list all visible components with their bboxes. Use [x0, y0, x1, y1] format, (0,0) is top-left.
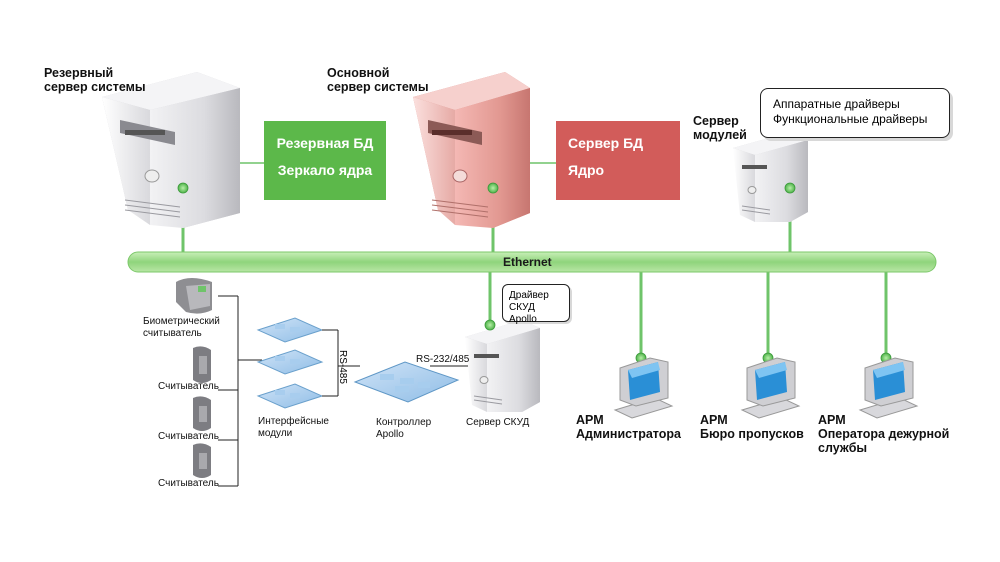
dot-main: [487, 182, 499, 194]
interface-module-icon-2: [256, 349, 324, 375]
main-db-line-2: Ядро: [568, 162, 605, 178]
rs232-label: RS-232/485: [416, 354, 470, 365]
backup-server-icon: [102, 72, 240, 228]
skud-server-label: Сервер СКУД: [466, 417, 530, 428]
reader-icon-3: [193, 443, 211, 478]
drivers-line-2: Функциональные драйверы: [773, 112, 928, 126]
ethernet-bus: [127, 251, 937, 273]
module-server-label: Сервер модулей: [693, 114, 747, 142]
apollo-driver-callout: Драйвер СКУД Apollo: [502, 284, 570, 325]
main-server-icon: [413, 72, 530, 228]
controller-apollo-icon: [353, 361, 460, 403]
reader-icon-1: [193, 346, 211, 383]
apollo-driver-line-1: Драйвер: [509, 290, 549, 301]
interface-modules-label: Интерфейсные модули: [258, 416, 329, 439]
biometric-reader-label: Биометрический считыватель: [143, 316, 220, 339]
rs485-label: RS-485: [337, 350, 348, 384]
main-server-label: Основной сервер системы: [327, 66, 429, 94]
drivers-callout: Аппаратные драйверы Функциональные драйв…: [760, 88, 950, 138]
badge-workstation-label: АРМ Бюро пропусков: [700, 413, 804, 441]
backup-server-label: Резервный сервер системы: [44, 66, 146, 94]
reader-label-2: Считыватель: [158, 431, 219, 442]
main-db-box: Сервер БД Ядро: [556, 121, 680, 200]
dot-skud: [484, 319, 496, 331]
reader-label-3: Считыватель: [158, 478, 219, 489]
interface-module-icon-1: [256, 317, 324, 343]
ethernet-label: Ethernet: [503, 255, 552, 269]
module-server-icon: [733, 132, 808, 222]
reader-label-1: Считыватель: [158, 381, 219, 392]
admin-workstation-label: АРМ Администратора: [576, 413, 681, 441]
apollo-driver-line-2: СКУД Apollo: [509, 302, 537, 325]
rs485-bracket: [322, 329, 360, 397]
backup-db-line-1: Резервная БД: [276, 135, 374, 151]
operator-workstation-label: АРМ Оператора дежурной службы: [818, 413, 950, 455]
main-db-line-1: Сервер БД: [568, 135, 644, 151]
readers-bracket: [218, 295, 262, 487]
skud-server-icon: [465, 320, 540, 412]
backup-db-box: Резервная БД Зеркало ядра: [264, 121, 386, 200]
dot-backup: [177, 182, 189, 194]
workstation-badge-icon: [740, 357, 801, 419]
drivers-line-1: Аппаратные драйверы: [773, 97, 900, 111]
workstation-admin-icon: [613, 357, 674, 419]
controller-label: Контроллер Apollo: [376, 417, 432, 440]
workstation-operator-icon: [858, 357, 919, 419]
interface-module-icon-3: [256, 383, 324, 409]
biometric-reader-icon: [176, 278, 212, 314]
dot-modules: [784, 182, 796, 194]
backup-db-line-2: Зеркало ядра: [277, 162, 373, 178]
reader-icon-2: [193, 396, 211, 431]
